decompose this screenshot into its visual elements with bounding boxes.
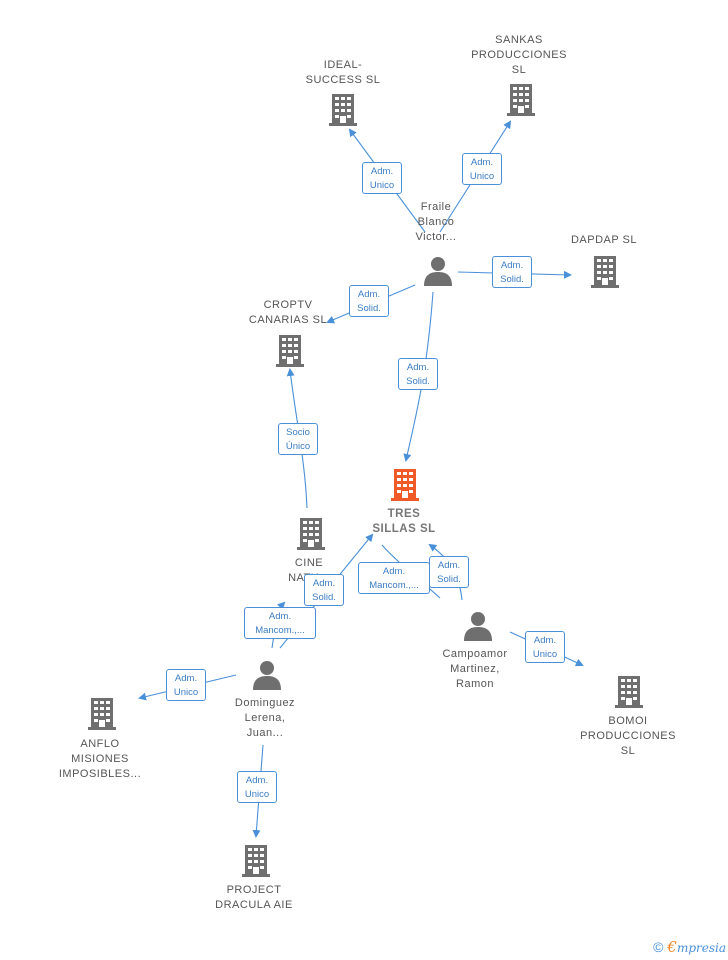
label-line: Fraile	[420, 201, 452, 213]
label-line: Juan...	[246, 727, 284, 739]
label-line: ANFLO	[80, 738, 120, 750]
edge-label-text: Adm.	[382, 566, 406, 577]
label-line: SL	[511, 64, 527, 76]
label-line: SANKAS	[495, 34, 543, 46]
person-icon	[253, 661, 281, 690]
brand-watermark: ©€mpresia	[653, 938, 726, 956]
label-line: TRES	[387, 508, 421, 520]
node-label-ideal-success[interactable]: IDEAL- SUCCESS SL	[296, 58, 390, 88]
label-line: Victor...	[415, 231, 457, 243]
label-line: PROJECT	[226, 884, 282, 896]
edge-label-dominguez-anflo[interactable]: Adm. Unico	[166, 669, 206, 701]
label-line: SUCCESS SL	[305, 74, 381, 86]
edge-label-text: Mancom.,...	[255, 625, 305, 636]
edge-label-text: Adm.	[312, 578, 336, 589]
node-label-dominguez[interactable]: Dominguez Lerena, Juan...	[222, 696, 308, 741]
edge-label-text: Adm.	[437, 560, 461, 571]
brand-logo-name: mpresia	[676, 941, 726, 955]
building-icon	[615, 676, 643, 708]
label-line: Dominguez	[234, 697, 296, 709]
edge-label-fraile-croptv[interactable]: Adm. Solid.	[349, 285, 389, 317]
edge-label-dominguez-tres[interactable]: Adm. Solid.	[304, 574, 344, 606]
label-line: SL	[620, 745, 636, 757]
edge-label-text: Socio	[286, 427, 310, 438]
label-line: IDEAL-	[323, 59, 363, 71]
edge-label-cine-croptv[interactable]: Socio Único	[278, 423, 318, 455]
building-icon	[297, 518, 325, 550]
label-line: IMPOSIBLES...	[58, 768, 142, 780]
node-label-sankas[interactable]: SANKAS PRODUCCIONES SL	[466, 33, 572, 78]
building-icon	[88, 698, 116, 730]
edge-label-text: Solid.	[312, 592, 336, 603]
edge-label-fraile-tres[interactable]: Adm. Solid.	[398, 358, 438, 390]
edge-label-text: Unico	[369, 180, 395, 191]
edge-label-text: Adm.	[174, 673, 198, 684]
node-label-croptv[interactable]: CROPTV CANARIAS SL	[240, 298, 336, 328]
building-icon	[242, 845, 270, 877]
edge-label-campoamor-bomoi[interactable]: Adm. Unico	[525, 631, 565, 663]
edge-label-text: Adm.	[406, 362, 430, 373]
label-line: CINE	[294, 557, 324, 569]
label-line: PRODUCCIONES	[580, 730, 676, 742]
edge-label-text: Adm.	[268, 611, 292, 622]
label-line: Ramon	[456, 678, 494, 690]
node-label-fraile[interactable]: Fraile Blanco Victor...	[400, 200, 472, 245]
label-line: BOMOI	[608, 715, 648, 727]
label-line: Lerena,	[244, 712, 286, 724]
edge-label-text: Unico	[469, 171, 495, 182]
node-label-tres-sillas[interactable]: TRES SILLAS SL	[358, 507, 450, 537]
node-label-bomoi[interactable]: BOMOI PRODUCCIONES SL	[574, 714, 682, 759]
edge-label-text: Solid.	[357, 303, 381, 314]
edge-label-text: Adm.	[357, 289, 381, 300]
edge-label-text: Adm.	[245, 775, 269, 786]
edge-label-text: Adm.	[470, 157, 494, 168]
label-line: DRACULA AIE	[215, 899, 293, 911]
label-line: MISIONES	[71, 753, 129, 765]
edge-label-text: Solid.	[437, 574, 461, 585]
edge-label-text: Adm.	[500, 260, 524, 271]
edge-label-text: Solid.	[406, 376, 430, 387]
edge-label-dominguez-project[interactable]: Adm. Unico	[237, 771, 277, 803]
edge-label-fraile-sankas[interactable]: Adm. Unico	[462, 153, 502, 185]
edge-label-text: Unico	[532, 649, 558, 660]
building-icon	[276, 335, 304, 367]
node-label-anflo[interactable]: ANFLO MISIONES IMPOSIBLES...	[50, 737, 150, 782]
edge-label-text: Único	[285, 441, 311, 452]
building-icon	[591, 256, 619, 288]
label-line: PRODUCCIONES	[471, 49, 567, 61]
node-label-dapdap[interactable]: DAPDAP SL	[560, 233, 648, 248]
label-line: Blanco	[417, 216, 455, 228]
node-label-campoamor[interactable]: Campoamor Martinez, Ramon	[430, 647, 520, 692]
label-line: CROPTV	[263, 299, 313, 311]
building-icon	[507, 84, 535, 116]
edge-label-fraile-ideal[interactable]: Adm. Unico	[362, 162, 402, 194]
edge-label-text: Unico	[173, 687, 199, 698]
edge-label-text: Unico	[244, 789, 270, 800]
label-line: DAPDAP SL	[570, 234, 638, 246]
edge-label-fraile-dapdap[interactable]: Adm. Solid.	[492, 256, 532, 288]
brand-logo-initial: €	[667, 938, 677, 956]
edge-label-text: Adm.	[533, 635, 557, 646]
label-line: Campoamor	[442, 648, 508, 660]
label-line: CANARIAS SL	[248, 314, 328, 326]
building-icon	[329, 94, 357, 126]
edge-label-campoamor-tres-mancom[interactable]: Adm. Mancom.,...	[358, 562, 430, 594]
edge-label-campoamor-tres[interactable]: Adm. Solid.	[429, 556, 469, 588]
edge-label-text: Mancom.,...	[369, 580, 419, 591]
node-label-project-dracula[interactable]: PROJECT DRACULA AIE	[206, 883, 302, 913]
edge-label-text: Solid.	[500, 274, 524, 285]
building-main-icon	[391, 469, 419, 501]
person-icon	[464, 612, 492, 641]
edge-label-dominguez-cine[interactable]: Adm. Mancom.,...	[244, 607, 316, 639]
person-icon	[424, 257, 452, 286]
label-line: SILLAS SL	[372, 523, 436, 535]
label-line: Martinez,	[450, 663, 500, 675]
edge-label-text: Adm.	[370, 166, 394, 177]
copyright-icon: ©	[653, 939, 664, 955]
